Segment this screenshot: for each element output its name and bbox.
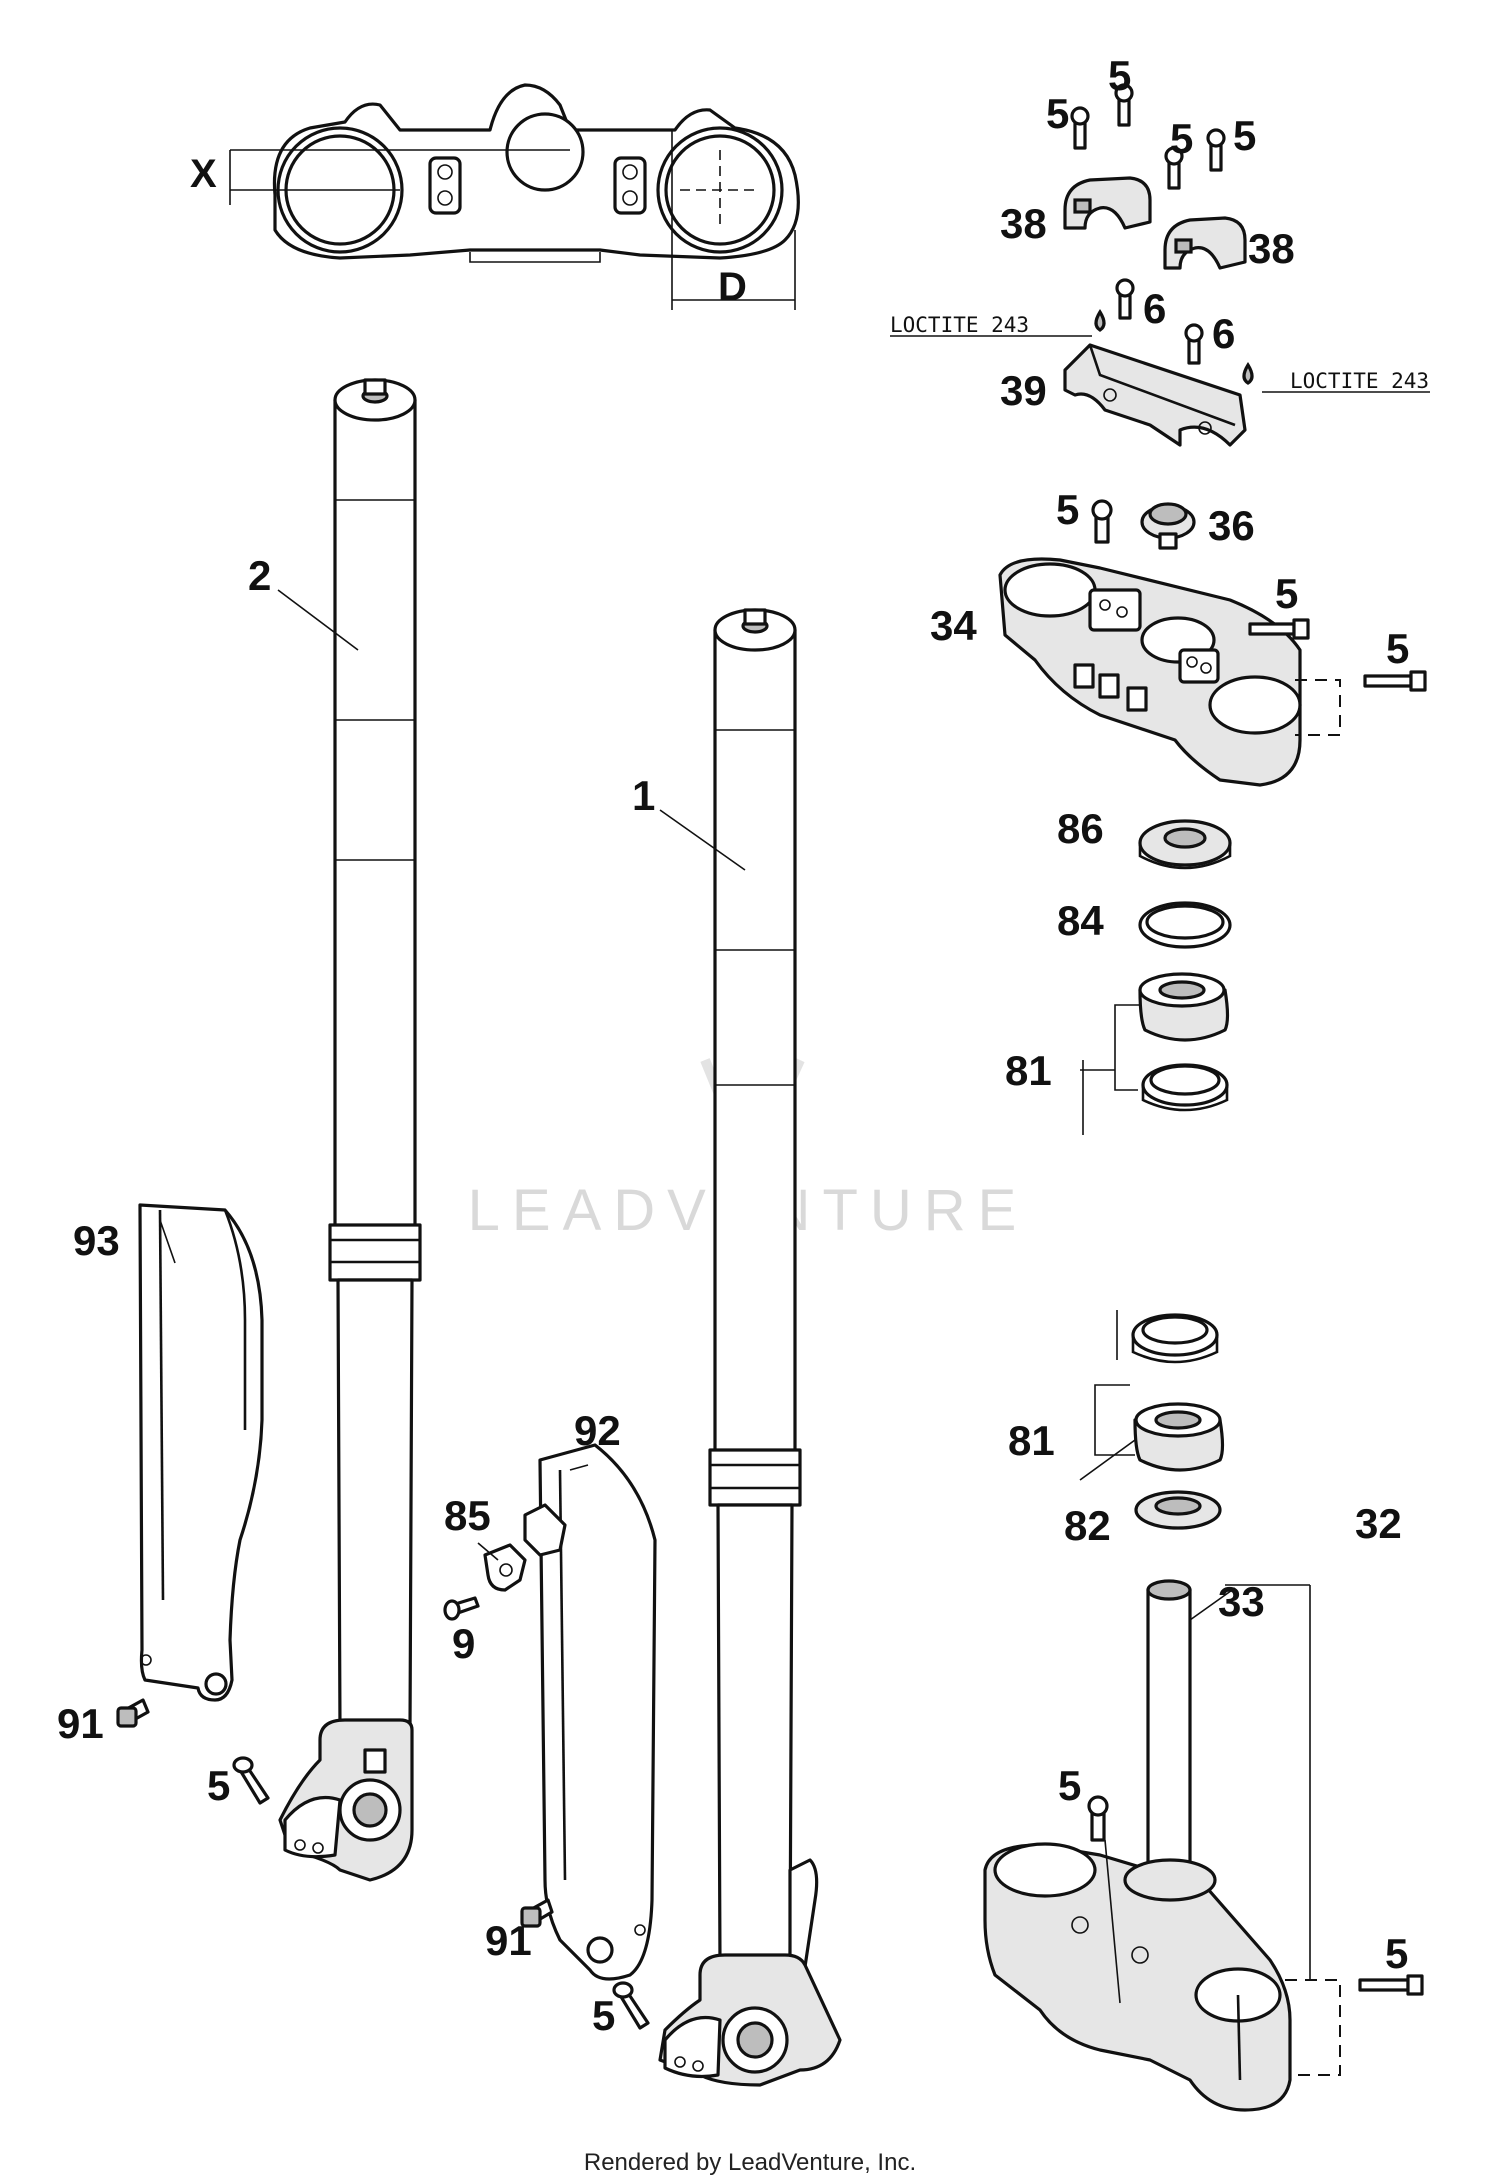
- leader-lines: [159, 589, 1236, 2004]
- bolt-5-lower-clamp-side: [1358, 1974, 1424, 1996]
- nut-36: [1140, 502, 1196, 550]
- handlebar-clamp-38-left: [1063, 176, 1152, 230]
- callout-5-top-c: 5: [1170, 115, 1193, 162]
- callout-6-right: 6: [1212, 310, 1235, 357]
- callout-81-lower: 81: [1008, 1417, 1055, 1464]
- callout-5-side-b: 5: [1386, 625, 1409, 672]
- bearing-81-upper-cup: [1141, 1063, 1229, 1112]
- fork-guard-92: [538, 1443, 657, 1981]
- callout-38-left: 38: [1000, 200, 1047, 247]
- callout-5-clamp-bolt: 5: [1056, 486, 1079, 533]
- bolt-91-right: [520, 1898, 554, 1928]
- fork-leg-2: [278, 378, 422, 1882]
- callout-5-left-fork: 5: [207, 1762, 230, 1809]
- callout-5-top-d: 5: [1233, 112, 1256, 159]
- bolt-5-right-fork: [612, 1981, 650, 2030]
- fork-guard-93: [138, 1203, 264, 1702]
- bolt-91-left: [116, 1698, 150, 1728]
- bolt-6-left: [1115, 278, 1135, 320]
- callout-6-left: 6: [1143, 285, 1166, 332]
- callout-2: 2: [248, 552, 271, 599]
- bolt-5-lower-clamp-top: [1087, 1795, 1109, 1842]
- callout-81-upper: 81: [1005, 1047, 1052, 1094]
- callout-36: 36: [1208, 502, 1255, 549]
- bolt-5-clamp-side-b: [1363, 670, 1427, 692]
- bearing-81-lower-cup: [1131, 1313, 1219, 1364]
- callout-5-side-a: 5: [1275, 570, 1298, 617]
- seal-82: [1134, 1490, 1222, 1530]
- clip-85: [483, 1503, 567, 1592]
- dust-seal-86: [1138, 819, 1232, 870]
- bolt-5-top-clamp: [1091, 499, 1113, 544]
- top-clamp-plan-view: X D: [190, 83, 800, 310]
- callout-5-top-a: 5: [1108, 52, 1131, 99]
- dimension-d-label: D: [718, 265, 747, 309]
- loctite-drop-left-icon: [1094, 308, 1106, 332]
- callout-5-lower-side: 5: [1385, 1930, 1408, 1977]
- loctite-drop-right-icon: [1242, 361, 1254, 385]
- clamp-bridge-39: [1063, 343, 1247, 447]
- bolt-5-clamp-side-a: [1248, 618, 1310, 640]
- callout-92: 92: [574, 1407, 621, 1454]
- bolt-5-left-fork: [232, 1756, 270, 1805]
- callout-84: 84: [1057, 897, 1104, 944]
- callout-5-top-b: 5: [1046, 90, 1069, 137]
- bearing-81-upper-cone: [1138, 972, 1230, 1042]
- callout-82: 82: [1064, 1502, 1111, 1549]
- callout-9: 9: [452, 1620, 475, 1667]
- handlebar-clamp-38-right: [1163, 216, 1247, 270]
- footer-credit: Rendered by LeadVenture, Inc.: [584, 2149, 916, 2176]
- bearing-81-lower-cone: [1133, 1402, 1225, 1472]
- callout-33: 33: [1218, 1578, 1265, 1625]
- callout-85: 85: [444, 1492, 491, 1539]
- callout-32: 32: [1355, 1500, 1402, 1547]
- callout-38-right: 38: [1248, 225, 1295, 272]
- callout-91-right: 91: [485, 1917, 532, 1964]
- callout-labels: 2 1 5 5 5 5 38 38 6 6 39 5 36 34 5 5 86 …: [57, 52, 1409, 2039]
- callout-5-right-fork: 5: [592, 1992, 615, 2039]
- callout-86: 86: [1057, 805, 1104, 852]
- clamp-bolts-5: [1070, 83, 1226, 190]
- screw-9: [443, 1596, 480, 1621]
- callout-91-left: 91: [57, 1700, 104, 1747]
- loctite-note-right: LOCTITE 243: [1290, 369, 1429, 393]
- callout-93: 93: [73, 1217, 120, 1264]
- ring-84: [1138, 901, 1232, 949]
- fork-leg-1: [658, 608, 842, 2087]
- callout-39: 39: [1000, 367, 1047, 414]
- bolt-6-right: [1184, 323, 1204, 365]
- loctite-note-left: LOCTITE 243: [890, 313, 1029, 337]
- callout-34: 34: [930, 602, 977, 649]
- callout-5-lower-clamp: 5: [1058, 1762, 1081, 1809]
- lower-triple-clamp-32: [983, 1579, 1292, 2112]
- dimension-x-label: X: [190, 152, 217, 196]
- callout-1: 1: [632, 772, 655, 819]
- upper-triple-clamp-34: [998, 557, 1302, 787]
